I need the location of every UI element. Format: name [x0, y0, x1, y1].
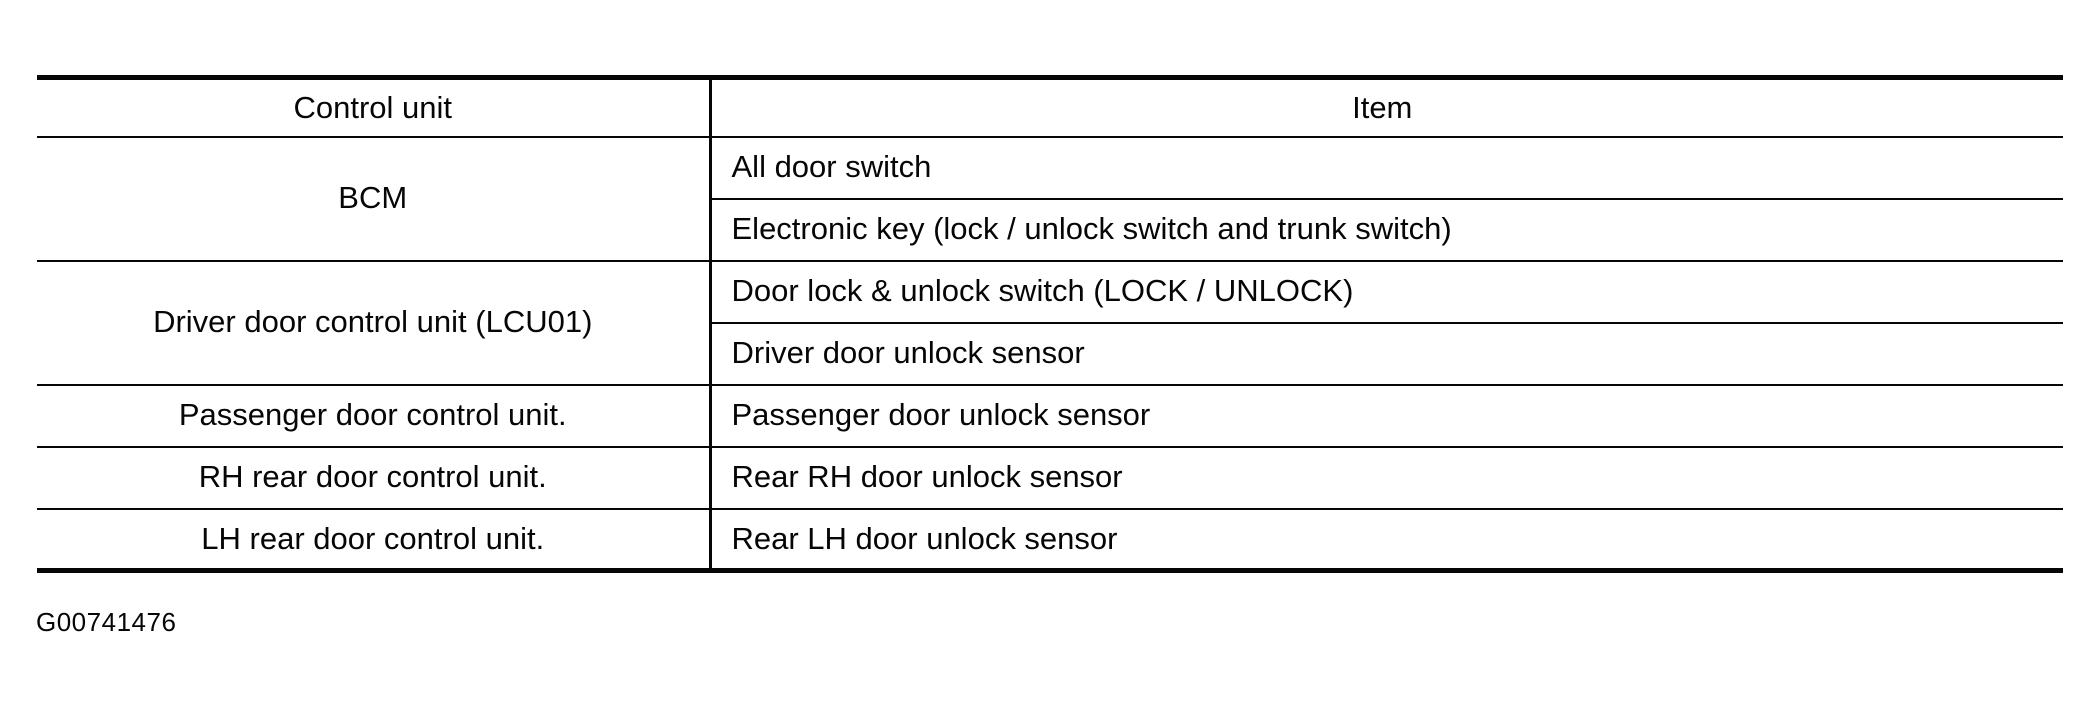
- item-cell: Driver door unlock sensor: [710, 322, 2063, 386]
- item-cell: Rear LH door unlock sensor: [710, 508, 2063, 572]
- table-row: Driver door control unit (LCU01)Door loc…: [37, 260, 2063, 386]
- control-unit-cell: Passenger door control unit.: [37, 384, 712, 448]
- table-row: Passenger door control unit.Passenger do…: [37, 384, 2063, 448]
- item-header: Item: [710, 77, 2063, 138]
- control-unit-cell: BCM: [37, 136, 712, 262]
- figure-id: G00741476: [36, 607, 177, 637]
- control-unit-header: Control unit: [37, 77, 712, 138]
- item-cell: Door lock & unlock switch (LOCK / UNLOCK…: [710, 260, 2063, 324]
- item-cell: Rear RH door unlock sensor: [710, 446, 2063, 510]
- item-cell: Electronic key (lock / unlock switch and…: [710, 198, 2063, 262]
- table-header: Control unit Item: [37, 77, 2063, 138]
- control-unit-cell: LH rear door control unit.: [37, 508, 712, 572]
- table-row: LH rear door control unit.Rear LH door u…: [37, 508, 2063, 572]
- control-unit-cell: RH rear door control unit.: [37, 446, 712, 510]
- item-cell: Passenger door unlock sensor: [710, 384, 2063, 448]
- table-row: RH rear door control unit.Rear RH door u…: [37, 446, 2063, 510]
- item-cell: All door switch: [710, 136, 2063, 200]
- table-row: Electronic key (lock / unlock switch and…: [37, 198, 2063, 262]
- table-row: Driver door unlock sensor: [37, 322, 2063, 386]
- control-unit-cell: Driver door control unit (LCU01): [37, 260, 712, 386]
- table-header-row: Control unit Item: [37, 77, 2063, 138]
